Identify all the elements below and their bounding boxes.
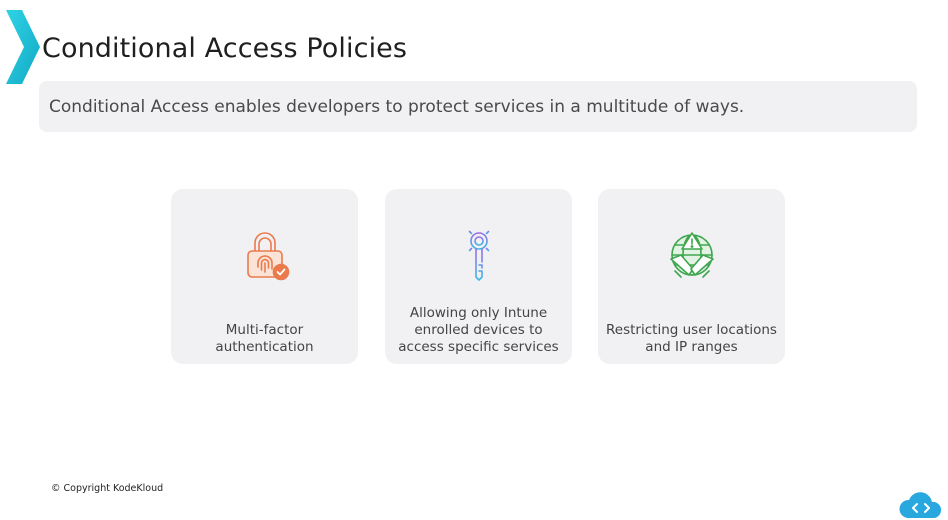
- fingerprint-lock-icon: [246, 232, 289, 281]
- restricted-globe-icon: [669, 232, 714, 278]
- copyright-text: © Copyright KodeKloud: [51, 483, 164, 494]
- card-label: Multi-factor authentication: [215, 322, 314, 355]
- page-title: Conditional Access Policies: [42, 33, 408, 64]
- card-label: Restricting user locations and IP ranges: [606, 322, 777, 355]
- card-restricting-user-locations: Restricting user locations and IP ranges: [598, 189, 785, 364]
- chevron-accent-icon: [6, 10, 40, 84]
- card-multi-factor-authentication: Multi-factor authentication: [171, 189, 358, 364]
- subtitle-text: Conditional Access enables developers to…: [49, 96, 745, 117]
- key-icon: [464, 227, 493, 281]
- card-intune-enrolled-devices: Allowing only Intune enrolled devices to…: [385, 189, 572, 364]
- card-label: Allowing only Intune enrolled devices to…: [398, 305, 559, 355]
- kodekloud-logo-icon: [899, 492, 942, 518]
- subtitle-banner: Conditional Access enables developers to…: [39, 81, 917, 132]
